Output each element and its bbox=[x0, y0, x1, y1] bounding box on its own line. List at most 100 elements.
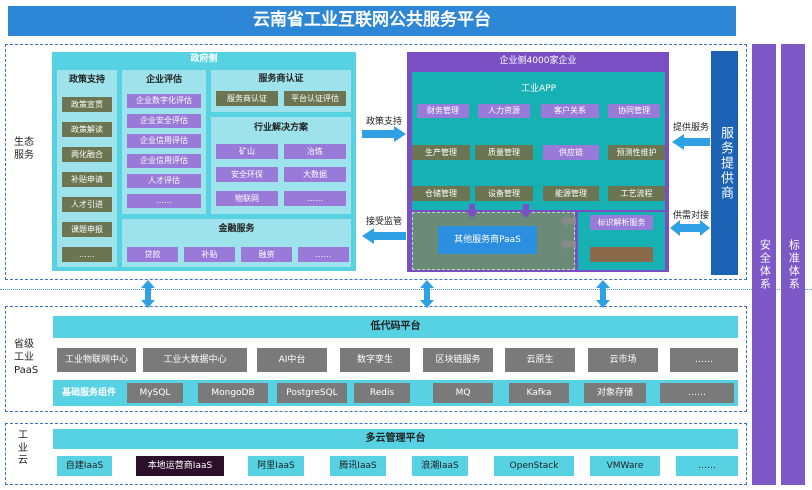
basic-component: Redis bbox=[354, 383, 410, 403]
app-item: 人力资源 bbox=[478, 104, 530, 118]
page-title: 云南省工业互联网公共服务平台 bbox=[8, 6, 736, 36]
app-item: 工艺流程 bbox=[608, 186, 665, 201]
multicloud-platform: 多云管理平台 bbox=[53, 429, 738, 449]
policy-item: 两化融合 bbox=[62, 147, 112, 162]
cert-item: 平台认证评估 bbox=[284, 91, 346, 106]
policy-item: 政策解读 bbox=[62, 122, 112, 137]
paas-component: 云市场 bbox=[588, 348, 658, 372]
lowcode-platform: 低代码平台 bbox=[53, 316, 738, 338]
iaas-item: 腾讯IaaS bbox=[330, 456, 386, 476]
double-arrow-icon bbox=[670, 220, 710, 236]
app-item: 客户关系 bbox=[541, 104, 599, 118]
eval-item: 企业信用评估 bbox=[127, 154, 201, 168]
basic-component: MongoDB bbox=[198, 383, 268, 403]
industry-item: 冶炼 bbox=[284, 144, 346, 159]
identifier-service: 标识解析服务 bbox=[590, 215, 653, 230]
side-item-blank bbox=[590, 247, 653, 262]
policy-item: 人才引进 bbox=[62, 197, 112, 212]
paas-component: AI中台 bbox=[257, 348, 327, 372]
app-item: 仓储管理 bbox=[412, 186, 470, 201]
left-arrow-icon bbox=[560, 215, 576, 227]
policy-item: …… bbox=[62, 247, 112, 262]
paas-group bbox=[5, 306, 747, 412]
updown-arrow-icon bbox=[596, 280, 610, 308]
policy-support-label: 政策支持 bbox=[365, 117, 402, 127]
left-arrow-icon bbox=[672, 134, 710, 150]
down-arrow-icon bbox=[520, 204, 532, 218]
gov-title: 政府侧 bbox=[190, 53, 218, 64]
paas-label: 省级 工业 PaaS bbox=[14, 339, 39, 376]
paas-component: 云原生 bbox=[505, 348, 575, 372]
basic-component: 对象存储 bbox=[584, 383, 646, 403]
security-system-bar: 安全体系 bbox=[752, 44, 776, 485]
paas-component: 数字孪生 bbox=[340, 348, 410, 372]
basic-component: PostgreSQL bbox=[277, 383, 347, 403]
eval-item: 人才评估 bbox=[127, 174, 201, 188]
left-arrow-icon bbox=[560, 238, 576, 250]
policy-item: 补贴申请 bbox=[62, 172, 112, 187]
cloud-group bbox=[5, 423, 747, 485]
iaas-item: 阿里IaaS bbox=[248, 456, 304, 476]
finance-item: …… bbox=[298, 247, 349, 262]
other-paas-box: 其他服务商PaaS bbox=[438, 226, 537, 254]
service-provider-bar: 服务提供商 bbox=[711, 51, 738, 275]
app-item: 设备管理 bbox=[475, 186, 533, 201]
industry-title: 行业解决方案 bbox=[253, 122, 308, 133]
iaas-item: …… bbox=[676, 456, 738, 476]
app-item: 预测性维护 bbox=[608, 145, 665, 160]
app-item: 能源管理 bbox=[543, 186, 599, 201]
basic-component: MySQL bbox=[127, 383, 183, 403]
eco-service-label: 生态 服务 bbox=[14, 137, 34, 161]
industry-item: 物联网 bbox=[216, 191, 278, 206]
app-item: 供应链 bbox=[543, 145, 599, 160]
standard-system-bar: 标准体系 bbox=[781, 44, 805, 485]
industry-item: 大数据 bbox=[284, 167, 346, 182]
eval-item: …… bbox=[127, 194, 201, 208]
provide-label: 提供服务 bbox=[672, 123, 709, 133]
policy-support-title: 政策支持 bbox=[68, 74, 105, 85]
policy-item: 课题申报 bbox=[62, 222, 112, 237]
finance-item: 贷款 bbox=[127, 247, 178, 262]
app-item: 质量管理 bbox=[475, 145, 533, 160]
paas-component: 工业大数据中心 bbox=[143, 348, 247, 372]
iaas-item: 自建IaaS bbox=[57, 456, 112, 476]
cert-title: 服务商认证 bbox=[258, 73, 304, 84]
eval-title: 企业评估 bbox=[145, 74, 182, 85]
updown-arrow-icon bbox=[420, 280, 434, 308]
industry-item: 矿山 bbox=[216, 144, 278, 159]
paas-component: 区块链服务 bbox=[423, 348, 493, 372]
right-arrow-icon bbox=[362, 126, 406, 142]
cloud-label: 工 业 云 bbox=[18, 430, 28, 466]
basic-component: Kafka bbox=[509, 383, 569, 403]
app-title: 工业APP bbox=[520, 83, 556, 94]
down-arrow-icon bbox=[466, 204, 478, 218]
divider-line bbox=[0, 289, 812, 290]
iaas-item: VMWare bbox=[590, 456, 660, 476]
iaas-item: 本地运营商IaaS bbox=[136, 456, 224, 476]
industry-item: …… bbox=[284, 191, 346, 206]
updown-arrow-icon bbox=[141, 280, 155, 308]
cert-item: 服务商认证 bbox=[216, 91, 278, 106]
ent-title: 企业侧4000家企业 bbox=[499, 55, 577, 66]
eco-service-group bbox=[5, 44, 747, 280]
supervise-label: 接受监管 bbox=[365, 217, 402, 227]
iaas-item: OpenStack bbox=[494, 456, 574, 476]
match-label: 供需对接 bbox=[672, 211, 709, 221]
eval-item: 企业安全评估 bbox=[127, 114, 201, 128]
finance-item: 补贴 bbox=[184, 247, 235, 262]
basic-components-label: 基础服务组件 bbox=[61, 387, 116, 398]
eval-item: 企业信用评估 bbox=[127, 134, 201, 148]
basic-component: …… bbox=[660, 383, 734, 403]
eval-item: 企业数字化评估 bbox=[127, 94, 201, 108]
paas-component: 工业物联网中心 bbox=[57, 348, 136, 372]
app-item: 协同管理 bbox=[608, 104, 660, 118]
app-item: 财务管理 bbox=[417, 104, 469, 118]
iaas-item: 浪潮IaaS bbox=[412, 456, 468, 476]
app-item: 生产管理 bbox=[412, 145, 470, 160]
basic-component: MQ bbox=[433, 383, 493, 403]
paas-component: …… bbox=[670, 348, 738, 372]
finance-title: 金融服务 bbox=[218, 223, 255, 234]
policy-item: 政策宣贯 bbox=[62, 97, 112, 112]
left-arrow-icon bbox=[362, 228, 406, 244]
industry-item: 安全环保 bbox=[216, 167, 278, 182]
